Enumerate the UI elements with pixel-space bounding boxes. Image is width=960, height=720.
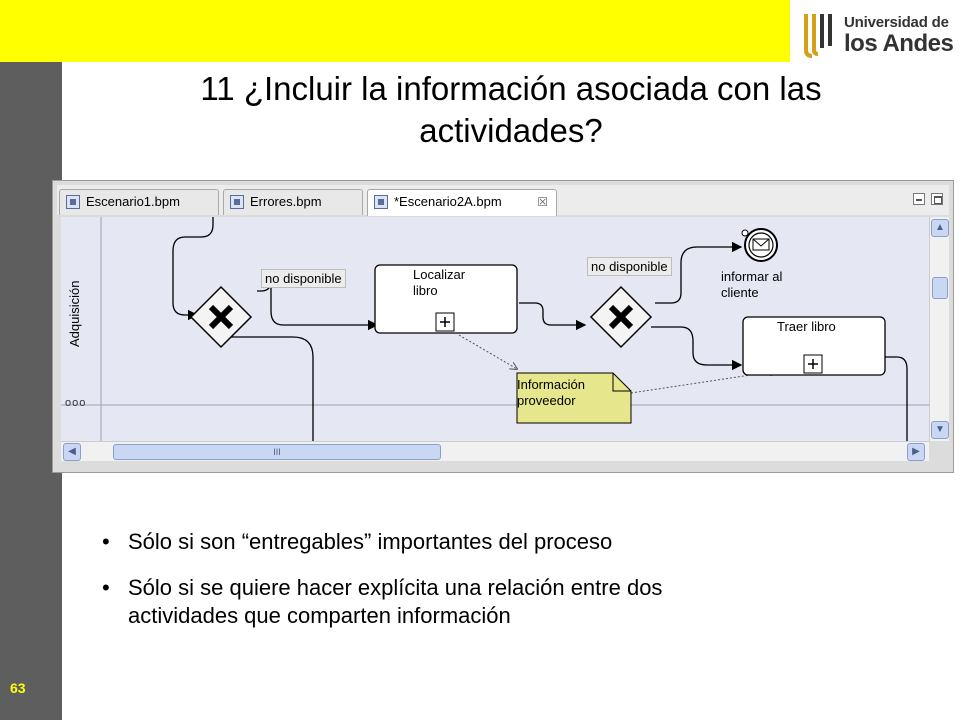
data-object-line2: proveedor	[517, 393, 576, 408]
scroll-up-icon[interactable]: ▲	[931, 219, 949, 237]
task-localizar-text: Localizar libro	[413, 267, 465, 299]
scroll-right-icon[interactable]: ▶	[907, 443, 925, 461]
gateway-label-2: no disponible	[587, 257, 672, 276]
top-yellow-band	[0, 0, 790, 62]
tab-label: Errores.bpm	[250, 194, 322, 209]
vertical-scrollbar[interactable]: ▲ ▼	[929, 217, 949, 441]
vertical-scroll-thumb[interactable]	[932, 277, 948, 299]
exclusive-gateway-1	[189, 285, 253, 349]
bullet-text-line2: actividades que comparten información	[128, 603, 511, 628]
scroll-down-icon[interactable]: ▼	[931, 421, 949, 439]
data-object-informacion-proveedor	[516, 372, 632, 424]
sequence-flow-5	[655, 241, 743, 304]
sequence-flow-4	[519, 302, 587, 331]
horizontal-scrollbar[interactable]: ◀ III ▶	[61, 441, 929, 461]
logo-text-line2: los Andes	[844, 30, 954, 57]
tab-label: Escenario1.bpm	[86, 194, 180, 209]
task-traer-libro	[742, 316, 886, 376]
diagram-canvas[interactable]: Adquisición ooo no disponible no disponi…	[61, 217, 929, 441]
sequence-flow-7	[885, 356, 908, 441]
university-logo: Universidad de los Andes	[800, 6, 960, 62]
task-localizar-line2: libro	[413, 283, 438, 298]
tab-escenario2a[interactable]: *Escenario2A.bpm ☒	[367, 189, 557, 216]
left-sidebar-band	[0, 0, 62, 720]
lane-handle-dots: ooo	[65, 397, 87, 409]
sequence-flow-3	[225, 336, 314, 441]
bpm-file-icon	[66, 195, 80, 209]
event-label-line1: informar al	[721, 269, 783, 284]
bullet-marker: •	[102, 529, 110, 554]
association-1	[458, 334, 517, 369]
slide-title: 11 ¿Incluir la información asociada con …	[62, 68, 960, 152]
pool-label: Adquisición	[67, 280, 82, 348]
logo-text-line1: Universidad de	[844, 14, 949, 31]
sequence-flow-2	[257, 280, 379, 331]
minimize-icon[interactable]	[913, 193, 925, 205]
sequence-flow-6	[651, 326, 743, 371]
message-event-icon	[741, 228, 778, 262]
event-label: informar al cliente	[721, 269, 782, 301]
close-icon[interactable]: ☒	[537, 195, 548, 209]
bullet-marker: •	[102, 575, 110, 600]
slide-title-line1: 11 ¿Incluir la información asociada con …	[200, 70, 822, 107]
exclusive-gateway-2	[589, 285, 653, 349]
maximize-icon[interactable]	[931, 193, 943, 205]
slide-title-line2: actividades?	[419, 112, 603, 149]
bullet-text-line1: Sólo si son “entregables” importantes de…	[128, 529, 613, 554]
task-traer-text: Traer libro	[777, 319, 836, 334]
task-localizar-libro	[374, 264, 518, 334]
event-label-line2: cliente	[721, 285, 759, 300]
bullet-list: • Sólo si son “entregables” importantes …	[102, 528, 942, 648]
logo-emblem-icon	[804, 14, 832, 58]
bullet-text-line1: Sólo si se quiere hacer explícita una re…	[128, 575, 663, 600]
editor-tab-bar: Escenario1.bpm Errores.bpm *Escenario2A.…	[57, 185, 949, 216]
gateway-label-1: no disponible	[261, 269, 346, 288]
page-number: 63	[10, 680, 26, 696]
tab-errores[interactable]: Errores.bpm	[223, 189, 363, 215]
association-2	[630, 371, 777, 394]
horizontal-scroll-thumb[interactable]: III	[113, 444, 441, 460]
data-object-label: Información proveedor	[517, 377, 585, 409]
tab-label: *Escenario2A.bpm	[394, 194, 502, 209]
data-object-line1: Información	[517, 377, 585, 392]
bpm-file-icon	[230, 195, 244, 209]
task-localizar-line1: Localizar	[413, 267, 466, 282]
bpm-editor-screenshot: Escenario1.bpm Errores.bpm *Escenario2A.…	[52, 180, 954, 473]
bullet-item: • Sólo si se quiere hacer explícita una …	[102, 574, 942, 630]
scroll-left-icon[interactable]: ◀	[63, 443, 81, 461]
sequence-flow-1	[172, 217, 214, 321]
bullet-item: • Sólo si son “entregables” importantes …	[102, 528, 942, 556]
tab-escenario1[interactable]: Escenario1.bpm	[59, 189, 219, 215]
bpm-file-icon	[374, 195, 388, 209]
bpmn-diagram	[61, 217, 929, 441]
